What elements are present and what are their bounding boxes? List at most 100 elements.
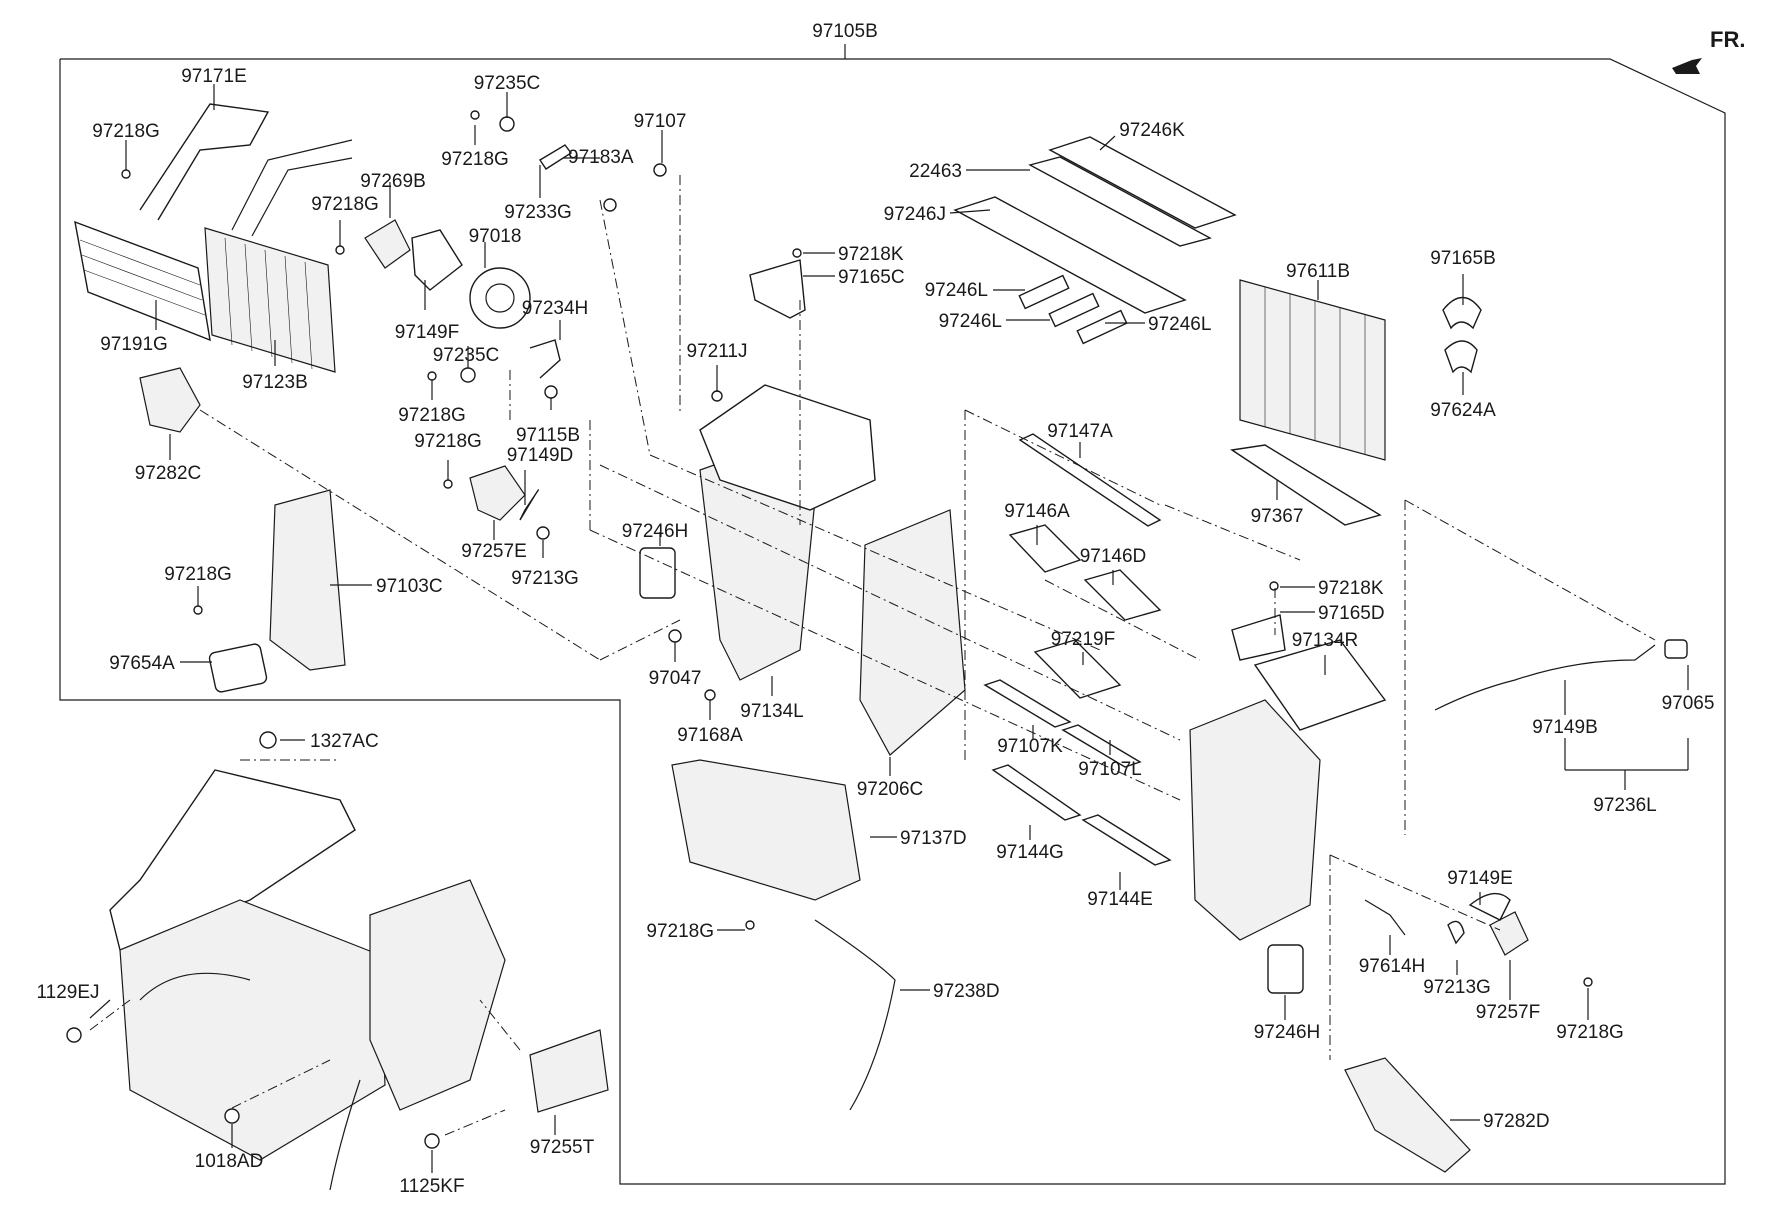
part-97191G-grille (74, 220, 211, 342)
callout-97246H-b: 97246H (1254, 1022, 1321, 1043)
part-97246H-gasket-b (1267, 944, 1304, 994)
callout-97149E: 97149E (1447, 868, 1513, 889)
fastener-97218G-screw-b (470, 110, 480, 120)
part-1327AC-nut (259, 731, 277, 749)
part-97233G-fitting (603, 198, 617, 212)
callout-97165D: 97165D (1318, 603, 1385, 624)
part-97183A-linkage (539, 144, 573, 170)
callout-97654A: 97654A (109, 653, 175, 674)
callout-97149F: 97149F (395, 322, 459, 343)
callout-97149D: 97149D (507, 445, 574, 466)
part-97047-fitting (668, 629, 682, 643)
callout-97171E: 97171E (181, 66, 247, 87)
callout-97134L: 97134L (740, 701, 803, 722)
part-97165D-bracket (1231, 614, 1286, 661)
callout-97218G-f: 97218G (164, 564, 232, 585)
callout-97269B: 97269B (360, 171, 426, 192)
callout-1327AC: 1327AC (310, 731, 379, 752)
callout-97218G-h: 97218G (1556, 1022, 1624, 1043)
leader-lines (89, 44, 1689, 1173)
callout-97213G-b: 97213G (1423, 977, 1491, 998)
fastener-97218G-screw-g (745, 920, 755, 930)
callout-97234H: 97234H (522, 298, 589, 319)
fastener-1018AD-screw (224, 1108, 240, 1124)
callout-97218G-d: 97218G (398, 405, 466, 426)
part-97165B-clip (1442, 296, 1482, 330)
part-97235C-fitting-b (460, 367, 476, 383)
callout-97123B: 97123B (242, 372, 308, 393)
callout-97282D: 97282D (1483, 1111, 1550, 1132)
callout-97218G-g: 97218G (646, 921, 714, 942)
part-97257E-actuator (469, 465, 526, 521)
part-97144E-door (1081, 814, 1172, 866)
callout-97233G: 97233G (504, 202, 572, 223)
part-97624A-clip (1444, 340, 1478, 374)
part-97123B-heater-core (204, 139, 353, 373)
part-97115B-fitting (544, 385, 558, 399)
part-97146A-door (1008, 524, 1082, 573)
callout-97165B: 97165B (1430, 248, 1496, 269)
callout-97238D: 97238D (933, 981, 1000, 1002)
callout-97367: 97367 (1251, 506, 1304, 527)
callout-97255T: 97255T (530, 1137, 595, 1158)
callout-97235C-b: 97235C (433, 345, 500, 366)
part-97211J-fitting (711, 390, 723, 402)
front-arrow-icon (1672, 58, 1702, 74)
callout-97218G-c: 97218G (311, 194, 379, 215)
callout-97047: 97047 (649, 668, 702, 689)
part-97213G-clip-b (1447, 920, 1465, 945)
callout-97246L-b: 97246L (939, 311, 1002, 332)
part-97614H-sensor (1364, 899, 1406, 936)
part-hvac-full-assembly (109, 769, 506, 1191)
callout-97146D: 97146D (1080, 546, 1147, 567)
callout-97105B: 97105B (812, 21, 878, 42)
callout-97065: 97065 (1662, 693, 1715, 714)
front-orientation-label: FR. (1710, 27, 1745, 52)
part-97168A-fitting (704, 689, 716, 701)
fastener-97218G-screw-c (335, 245, 345, 255)
part-97065-valve (1664, 639, 1688, 659)
callout-97168A: 97168A (677, 725, 743, 746)
callout-1125KF: 1125KF (399, 1176, 464, 1197)
part-22463-filter (1028, 156, 1212, 247)
part-97234H-arm (529, 339, 561, 379)
part-97213G-fitting-a (536, 526, 550, 540)
part-97219F-door (1033, 639, 1122, 699)
callout-97218G-b: 97218G (441, 149, 509, 170)
part-97165C-bracket (749, 259, 806, 319)
callout-97611B: 97611B (1286, 261, 1350, 282)
callout-97246J: 97246J (884, 204, 946, 225)
callout-97213G-a: 97213G (511, 568, 579, 589)
callout-97183A: 97183A (568, 147, 634, 168)
callout-97107L: 97107L (1078, 759, 1141, 780)
part-97149F-link (411, 229, 463, 291)
part-97107K-door (983, 679, 1072, 728)
part-97171E-pipe-bracket (139, 103, 270, 221)
callout-97218K-b: 97218K (1318, 578, 1384, 599)
callout-97147A: 97147A (1047, 421, 1113, 442)
callout-97246L-c: 97246L (1148, 314, 1211, 335)
part-97103C-duct (269, 489, 346, 671)
callout-97165C: 97165C (838, 267, 905, 288)
callout-1018AD: 1018AD (195, 1151, 264, 1172)
callout-97246L-a: 97246L (925, 280, 988, 301)
part-97654A-seal (208, 643, 268, 693)
fastener-97218G-screw-d (427, 371, 437, 381)
part-97149B-hose (1434, 644, 1656, 711)
callout-97624A: 97624A (1430, 400, 1496, 421)
part-97149D-link (519, 489, 539, 521)
part-97282C-actuator (139, 367, 201, 433)
callout-97219F: 97219F (1051, 629, 1115, 650)
callout-97246H-a: 97246H (622, 521, 689, 542)
callout-97211J: 97211J (687, 341, 748, 362)
part-97246J-filter (953, 196, 1187, 314)
assembly-guide-lines (89, 175, 1656, 1136)
callout-97236L: 97236L (1593, 795, 1656, 816)
callout-97115B: 97115B (516, 425, 580, 446)
part-97246H-gasket-a (639, 547, 676, 599)
part-97238D-drain-hose (814, 919, 896, 1111)
part-97235C-fitting-a (499, 116, 515, 132)
part-97146D-door (1083, 569, 1162, 621)
fastener-1129EJ-bolt (66, 1027, 82, 1043)
part-97147A-door (1018, 433, 1162, 527)
